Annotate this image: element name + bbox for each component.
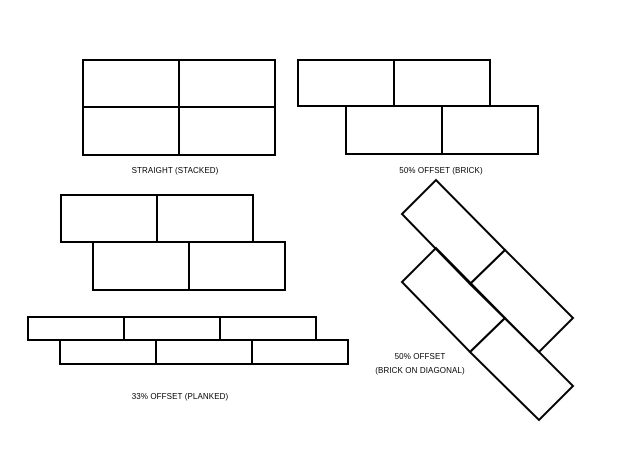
caption-diagonal-line1: 50% OFFSET <box>394 352 446 361</box>
pattern-planked-offset <box>27 316 349 365</box>
plank <box>155 339 253 365</box>
tile <box>188 241 286 291</box>
tile <box>156 194 254 243</box>
plank <box>59 339 157 365</box>
tile <box>297 59 395 107</box>
tile <box>400 178 507 286</box>
tile <box>178 106 276 156</box>
plank <box>251 339 349 365</box>
caption-planked-offset: 33% OFFSET (PLANKED) <box>131 392 229 401</box>
tile <box>468 316 575 422</box>
pattern-brick-offset <box>297 59 539 155</box>
pattern-brick-left <box>60 194 286 291</box>
plank <box>123 316 221 341</box>
plank <box>27 316 125 341</box>
tile <box>60 194 158 243</box>
caption-diagonal-line2: (BRICK ON DIAGONAL) <box>375 366 465 375</box>
plank <box>219 316 317 341</box>
tile <box>345 105 443 155</box>
tile <box>441 105 539 155</box>
tile <box>92 241 190 291</box>
pattern-straight-stacked <box>82 59 276 156</box>
tile <box>393 59 491 107</box>
caption-straight-stacked: STRAIGHT (STACKED) <box>131 166 219 175</box>
tile <box>82 106 180 156</box>
tile <box>82 59 180 108</box>
tile <box>400 246 507 354</box>
tile <box>178 59 276 108</box>
caption-brick-offset: 50% OFFSET (BRICK) <box>399 166 483 175</box>
pattern-brick-diagonal <box>400 178 575 422</box>
